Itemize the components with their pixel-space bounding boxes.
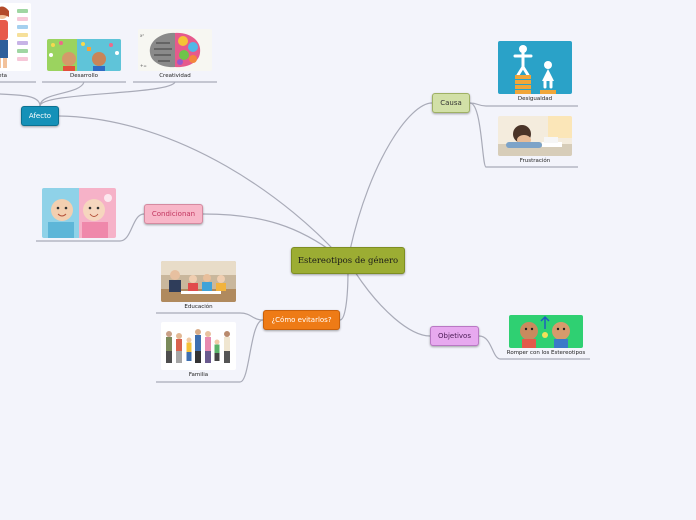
link-condicionan-babies	[120, 214, 144, 241]
image-card-desigualdad[interactable]: Desigualdad	[498, 41, 572, 106]
image-label-frustracion: Frustración	[498, 158, 572, 164]
branch-objetivos[interactable]: Objetivos	[430, 326, 479, 346]
link-objetivos-romper	[479, 336, 500, 359]
breaking-stereotypes-image	[509, 315, 583, 348]
link-causa-frustracion	[470, 103, 486, 167]
link-causa	[350, 103, 432, 250]
image-card-afecto-cut[interactable]: eta	[0, 3, 31, 83]
image-label-romper: Romper con los Estereotipos	[503, 350, 589, 356]
link-como-educacion	[240, 313, 263, 320]
inequality-image	[498, 41, 572, 94]
branch-como-evitarlos-label: ¿Cómo evitarlos?	[271, 316, 331, 324]
image-card-creatividad[interactable]: x² += Creatividad	[138, 29, 212, 83]
central-topic[interactable]: Estereotipos de género	[291, 247, 405, 274]
image-label-desigualdad: Desigualdad	[498, 96, 572, 102]
link-como	[340, 270, 348, 320]
branch-condicionan[interactable]: Condicionan	[144, 204, 203, 224]
branch-como-evitarlos[interactable]: ¿Cómo evitarlos?	[263, 310, 340, 330]
image-card-babies[interactable]	[42, 188, 116, 238]
image-label-creatividad: Creatividad	[138, 73, 212, 79]
family-image	[161, 322, 236, 370]
image-label-familia: Familia	[161, 372, 236, 378]
branch-afecto[interactable]: Afecto	[21, 106, 59, 126]
development-image	[47, 39, 121, 71]
branch-afecto-label: Afecto	[29, 112, 51, 120]
woman-illustration-image	[0, 3, 31, 71]
svg-text:+=: +=	[140, 63, 147, 68]
image-card-romper[interactable]: Romper con los Estereotipos	[509, 315, 583, 359]
classroom-image	[161, 261, 236, 302]
link-objetivos	[355, 272, 430, 336]
link-como-familia	[240, 320, 263, 382]
creativity-brain-image: x² +=	[138, 29, 212, 71]
image-card-frustracion[interactable]: Frustración	[498, 116, 572, 167]
image-card-desarrollo[interactable]: Desarrollo	[47, 39, 121, 83]
image-label-educacion: Educación	[161, 304, 236, 310]
image-label-desarrollo: Desarrollo	[47, 73, 121, 79]
branch-causa[interactable]: Causa	[432, 93, 470, 113]
branch-condicionan-label: Condicionan	[152, 210, 195, 218]
frustration-image	[498, 116, 572, 156]
link-afecto-desarrollo	[40, 82, 84, 106]
image-label-afecto-cut: eta	[0, 73, 7, 79]
svg-text:x²: x²	[140, 33, 144, 38]
image-card-educacion[interactable]: Educación	[161, 261, 236, 313]
branch-objetivos-label: Objetivos	[438, 332, 471, 340]
central-topic-label: Estereotipos de género	[298, 256, 398, 266]
link-afecto-cut	[0, 94, 40, 106]
image-card-familia[interactable]: Familia	[161, 322, 236, 382]
babies-image	[42, 188, 116, 238]
branch-causa-label: Causa	[440, 99, 462, 107]
